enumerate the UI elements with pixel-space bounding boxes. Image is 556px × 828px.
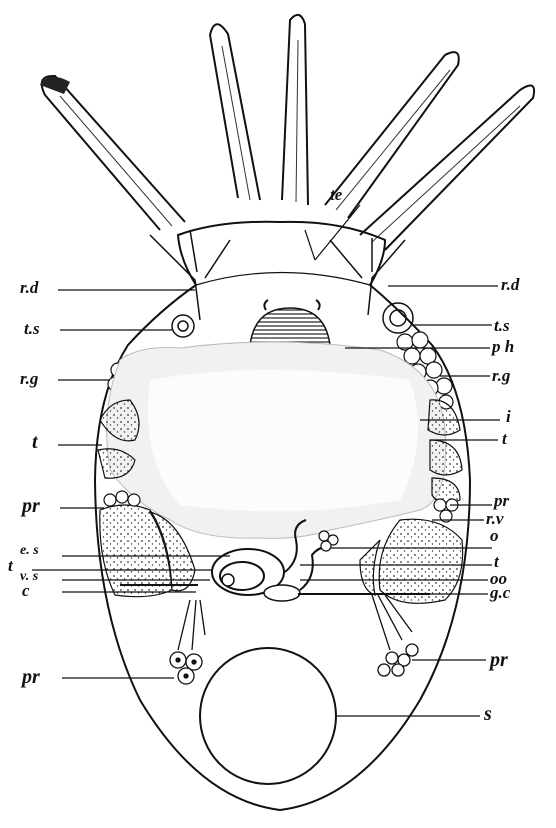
- germ-cell-cluster: [264, 585, 300, 601]
- protonephridia-right-upper: [434, 499, 458, 522]
- label-t-left: t: [32, 432, 38, 452]
- label-pr-left-upper: pr: [22, 496, 40, 516]
- eye-mark-right: [316, 300, 320, 310]
- tentacle-sheath-left: [172, 315, 194, 337]
- statocyst-sphere: [200, 648, 336, 784]
- label-o: o: [490, 527, 499, 544]
- label-rg-left: r.g: [20, 370, 38, 387]
- pharynx: [250, 308, 330, 345]
- label-t-prime: t: [494, 553, 499, 570]
- eye-mark-left: [264, 300, 268, 310]
- intestine-mass: [107, 342, 446, 538]
- label-s: s: [484, 704, 492, 724]
- label-pr-left-lower: pr: [22, 667, 40, 687]
- tentacle-sheath-right: [383, 303, 413, 333]
- tentacles: [42, 15, 534, 250]
- label-ts-right: t.s: [494, 317, 510, 334]
- lower-gonad-right: [360, 519, 463, 603]
- ovary-cell: [222, 574, 234, 586]
- label-c: c: [22, 582, 30, 599]
- label-rv: r.v: [486, 510, 503, 527]
- protonephridia-right-lower: [372, 595, 418, 676]
- tentacle-inner-lines: [60, 40, 520, 242]
- label-t-right: t: [502, 430, 507, 447]
- label-pr-right-lower: pr: [490, 650, 508, 670]
- label-rg-right: r.g: [492, 367, 510, 384]
- label-ts-left: t.s: [24, 320, 40, 337]
- label-te: te: [330, 186, 342, 203]
- label-es: e. s: [20, 544, 39, 558]
- label-i: i: [506, 408, 511, 425]
- label-rd-left: r.d: [20, 279, 38, 296]
- label-t-small: t: [8, 557, 13, 574]
- label-ph: p h: [492, 338, 514, 355]
- label-gc: g.c: [490, 584, 510, 601]
- protonephridia-left-lower: [170, 600, 205, 684]
- body-inner-wall: [196, 273, 370, 286]
- radial-ducts: [150, 230, 405, 320]
- label-pr-right-upper: pr: [494, 492, 509, 509]
- label-rd-right: r.d: [501, 276, 519, 293]
